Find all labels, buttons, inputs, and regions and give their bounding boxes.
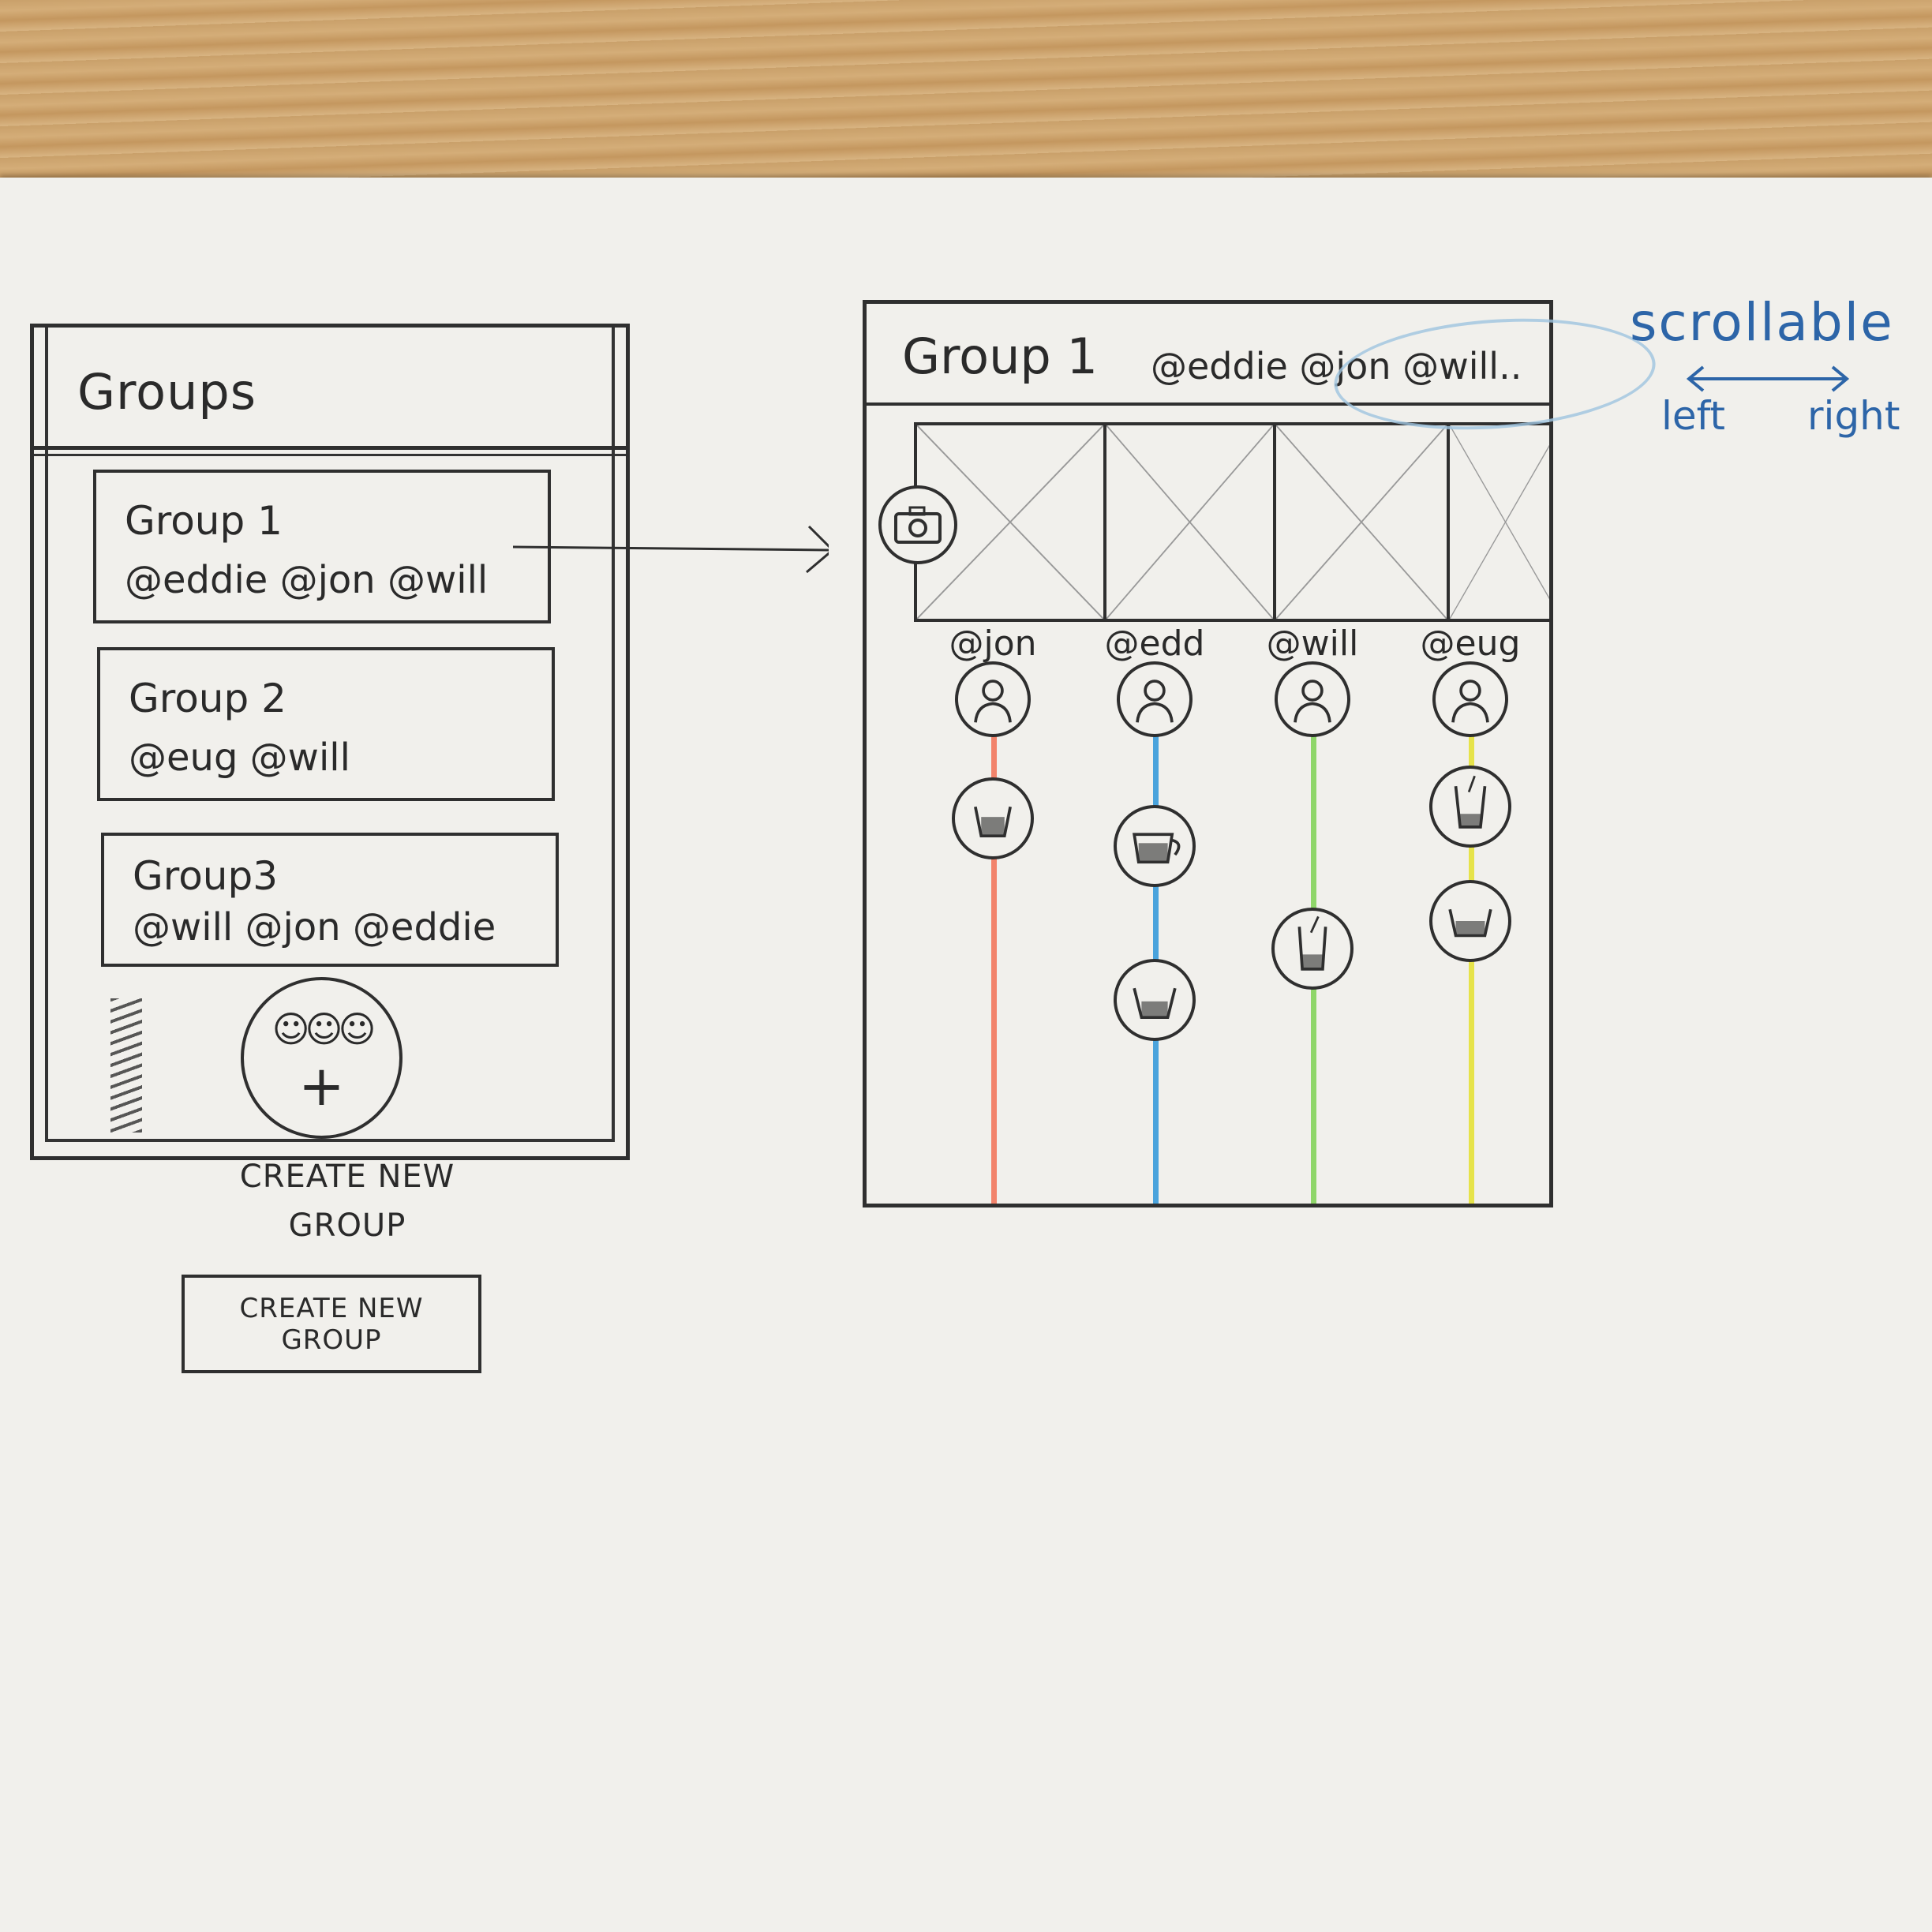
drink-tall-glass-icon[interactable] xyxy=(1271,908,1354,990)
member-handle: @eug xyxy=(1420,623,1521,664)
group-header: Group 1 @eddie @jon @will.. xyxy=(867,304,1549,406)
drink-glass-icon[interactable] xyxy=(1114,959,1196,1041)
group-detail-screen: Group 1 @eddie @jon @will.. @jon xyxy=(863,300,1553,1208)
member-column-edd: @edd xyxy=(1103,623,1206,1204)
group-name: Group 2 xyxy=(129,676,286,721)
group-members: @eug @will xyxy=(129,736,350,780)
drink-tall-glass-icon[interactable] xyxy=(1429,766,1511,848)
member-handle: @jon xyxy=(949,623,1037,664)
annotation-left: left xyxy=(1661,393,1725,439)
drink-mug-icon[interactable] xyxy=(1114,805,1196,887)
group-name: Group3 xyxy=(133,853,279,899)
drink-glass-icon[interactable] xyxy=(1429,880,1511,962)
photo-placeholder[interactable] xyxy=(1273,425,1447,619)
fab-caption-line1: CREATE NEW xyxy=(239,1159,455,1195)
avatar-icon[interactable] xyxy=(955,661,1031,737)
group-card-1[interactable]: Group 1 @eddie @jon @will xyxy=(93,470,551,623)
group-card-2[interactable]: Group 2 @eug @will xyxy=(97,647,555,801)
group-members: @will @jon @eddie xyxy=(133,905,496,949)
member-column-jon: @jon xyxy=(942,623,1044,1204)
fab-caption-line2: GROUP xyxy=(288,1208,406,1244)
page-title: Groups xyxy=(77,363,257,421)
timeline-line xyxy=(1469,734,1474,1204)
fab-caption: CREATE NEW GROUP xyxy=(229,1152,466,1250)
camera-button[interactable] xyxy=(878,485,957,564)
create-new-group-button[interactable]: CREATE NEW GROUP xyxy=(182,1275,481,1373)
group-card-3[interactable]: Group3 @will @jon @eddie xyxy=(101,833,559,967)
group-members: @eddie @jon @will xyxy=(125,558,489,602)
create-group-fab[interactable]: ☺☺☺ + xyxy=(241,977,402,1139)
member-column-will: @will xyxy=(1261,623,1364,1204)
group-title: Group 1 xyxy=(902,328,1098,385)
group-members-scroll[interactable]: @eddie @jon @will.. xyxy=(1151,345,1522,388)
annotation-right: right xyxy=(1807,393,1900,439)
scrollable-annotation: scrollable xyxy=(1630,292,1894,353)
camera-icon xyxy=(894,506,942,544)
groups-screen: Groups Group 1 @eddie @jon @will Group 2… xyxy=(30,324,630,1160)
photo-placeholder[interactable] xyxy=(1447,425,1549,619)
groups-header: Groups xyxy=(34,328,626,456)
avatar-icon[interactable] xyxy=(1432,661,1508,737)
group-name: Group 1 xyxy=(125,498,283,544)
scrollbar-scribble xyxy=(110,998,142,1133)
plus-icon: + xyxy=(298,1053,345,1118)
timeline-line xyxy=(991,734,997,1204)
drink-glass-icon[interactable] xyxy=(952,777,1034,859)
avatar-icon[interactable] xyxy=(1117,661,1193,737)
desk-background xyxy=(0,0,1932,185)
member-column-eug: @eug xyxy=(1419,623,1522,1204)
member-handle: @edd xyxy=(1104,623,1205,664)
member-handle: @will xyxy=(1266,623,1359,664)
people-icon: ☺☺☺ xyxy=(271,1007,376,1050)
avatar-icon[interactable] xyxy=(1275,661,1350,737)
photo-placeholder[interactable] xyxy=(1103,425,1273,619)
double-arrow-icon xyxy=(1686,365,1850,392)
photo-strip[interactable] xyxy=(914,422,1549,622)
groups-screen-frame xyxy=(45,328,615,1142)
navigation-arrow-icon xyxy=(513,525,829,574)
